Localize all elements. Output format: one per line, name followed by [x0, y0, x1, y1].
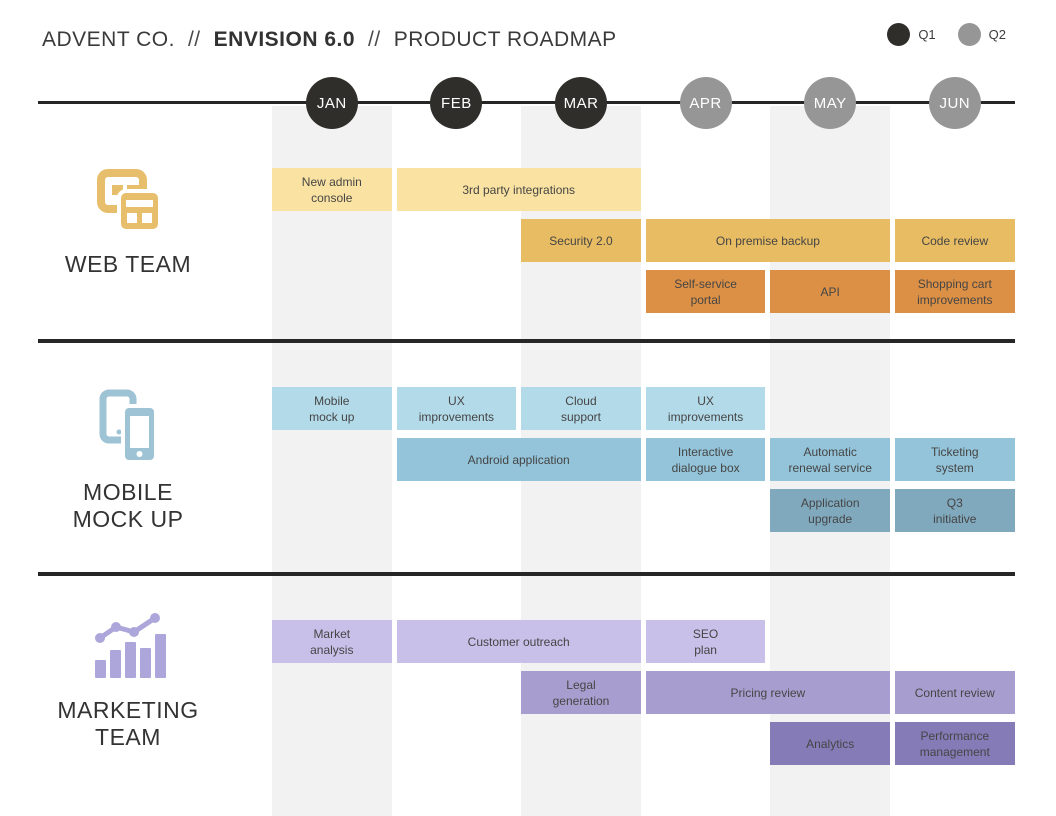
task-bar: Legal generation: [521, 671, 641, 714]
task-bar: Interactive dialogue box: [645, 438, 766, 481]
task-bar: Mobile mock up: [272, 387, 392, 430]
month-marker-jun: JUN: [928, 77, 981, 129]
legend-item-q1: Q1: [887, 23, 936, 46]
task-bar: Application upgrade: [770, 489, 890, 532]
task-bar: Customer outreach: [396, 620, 641, 663]
task-bar: API: [770, 270, 890, 313]
month-marker-jan: JAN: [305, 77, 358, 129]
team-block-marketing: MARKETING TEAM: [33, 612, 223, 751]
task-bar: Shopping cart improvements: [895, 270, 1015, 313]
month-marker-feb: FEB: [430, 77, 483, 129]
quarter-legend: Q1 Q2: [887, 23, 1006, 46]
month-marker-may: MAY: [804, 77, 857, 129]
team-block-web: WEB TEAM: [33, 166, 223, 278]
legend-swatch-q2: [957, 23, 981, 46]
task-bar: Cloud support: [521, 387, 641, 430]
title-separator: //: [187, 28, 201, 51]
smartphones-icon: [99, 389, 158, 464]
task-bar: 3rd party integrations: [396, 168, 641, 211]
column-band-jan: [272, 106, 392, 816]
product-name: ENVISION 6.0: [213, 28, 356, 51]
task-bar: Pricing review: [645, 671, 890, 714]
bar-line-chart-icon: [95, 613, 166, 678]
section-divider: [38, 572, 1015, 576]
team-label-mobile: MOBILE MOCK UP: [72, 479, 184, 532]
task-bar: UX improvements: [645, 387, 766, 430]
task-bar: Content review: [895, 671, 1015, 714]
brand-name: ADVENT CO.: [42, 28, 175, 51]
month-marker-mar: MAR: [555, 77, 607, 129]
legend-label: Q1: [918, 27, 936, 42]
task-bar: Ticketing system: [895, 438, 1015, 481]
task-bar: Code review: [895, 219, 1015, 262]
task-bar: Automatic renewal service: [770, 438, 890, 481]
team-label-web: WEB TEAM: [64, 251, 192, 277]
task-bar: New admin console: [272, 168, 392, 211]
task-bar: Performance management: [895, 722, 1015, 765]
task-bar: Security 2.0: [521, 219, 641, 262]
legend-item-q2: Q2: [957, 23, 1006, 46]
team-block-mobile: MOBILE MOCK UP: [33, 388, 223, 533]
task-bar: Market analysis: [272, 620, 392, 663]
month-marker-apr: APR: [679, 77, 732, 129]
timeline-axis: [38, 101, 1015, 104]
task-bar: UX improvements: [396, 387, 517, 430]
task-bar: Q3 initiative: [895, 489, 1015, 532]
title-separator: //: [368, 28, 381, 51]
task-bar: On premise backup: [645, 219, 890, 262]
task-bar: Android application: [396, 438, 641, 481]
page-title: ADVENT CO. // ENVISION 6.0 // PRODUCT RO…: [42, 28, 617, 52]
task-bar: Analytics: [770, 722, 890, 765]
team-label-marketing: MARKETING TEAM: [57, 697, 199, 750]
task-bar: SEO plan: [645, 620, 766, 663]
legend-label: Q2: [988, 27, 1006, 42]
page-name: PRODUCT ROADMAP: [393, 28, 617, 51]
task-bar: Self-service portal: [645, 270, 766, 313]
browser-windows-icon: [97, 169, 162, 233]
section-divider: [38, 339, 1015, 343]
legend-swatch-q1: [887, 23, 911, 46]
